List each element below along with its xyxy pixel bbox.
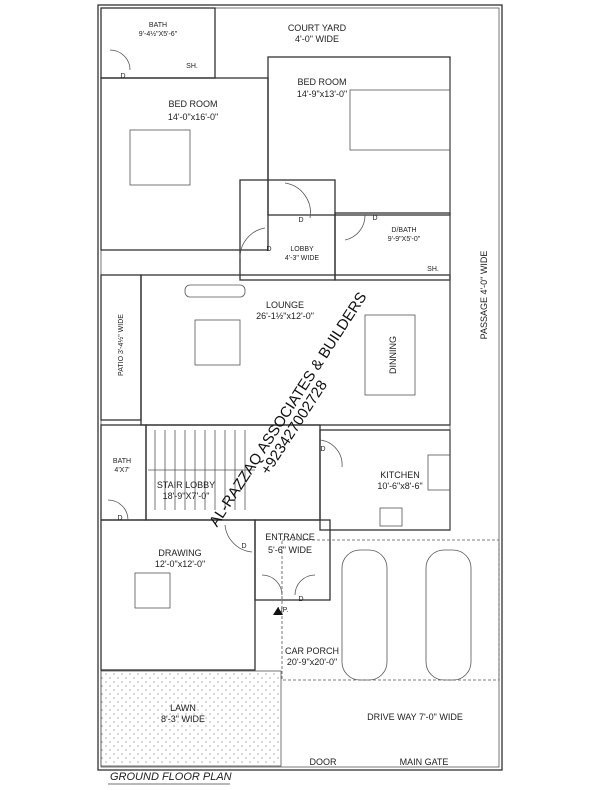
bath-top-name: BATH (149, 22, 167, 29)
car-1 (341, 549, 388, 681)
up-label: UP. (278, 607, 289, 614)
furniture (129, 89, 472, 681)
dining-table (364, 314, 416, 396)
drawing-name: DRAWING (158, 548, 201, 558)
car-porch-size: 20'-9"x20'-0" (287, 657, 337, 667)
svg-text:D: D (298, 217, 303, 224)
entrance-name: ENTRANCE (265, 532, 315, 542)
lawn-name: LAWN (170, 703, 196, 713)
bath-top-shower: SH. (186, 63, 198, 70)
kitchen-name: KITCHEN (380, 470, 420, 480)
kitchen-size: 10'-6"x8'-6" (377, 481, 422, 491)
court-yard-name: COURT YARD (288, 23, 347, 33)
svg-text:D: D (320, 446, 325, 453)
svg-text:D: D (266, 246, 271, 253)
stair-lobby-name: STAIR LOBBY (157, 480, 215, 490)
car-porch-name: CAR PORCH (285, 646, 339, 656)
lobby-name: LOBBY (290, 246, 314, 253)
court-yard-size: 4'-0" WIDE (295, 34, 339, 44)
sink (379, 507, 403, 527)
entrance-size: 5'-6" WIDE (268, 545, 312, 555)
drive-way-label: DRIVE WAY 7'-0" WIDE (367, 712, 463, 722)
lounge-table (194, 319, 241, 366)
lawn-area (100, 670, 282, 767)
svg-text:D: D (372, 215, 377, 222)
bed-left (129, 129, 191, 186)
svg-text:D: D (241, 543, 246, 550)
patio-label: PATIO 3'-4½" WIDE (117, 314, 125, 376)
drawing-table (134, 572, 171, 609)
bed-right-size: 14'-9"x13'-0" (297, 89, 347, 99)
lounge-name: LOUNGE (266, 300, 304, 310)
svg-text:D: D (298, 596, 303, 603)
stove (427, 454, 451, 491)
lounge-size: 26'-1½"x12'-0" (256, 311, 314, 321)
plot-boundary (97, 4, 503, 771)
up-arrow-icon (273, 607, 283, 615)
dbath-name: D/BATH (391, 227, 416, 234)
watermark-company: AL-RAZZAQ ASSOCIATES & BUILDERS (206, 289, 370, 529)
bath-small-name: BATH (113, 458, 131, 465)
stair-lobby-size: 18'-9"X7'-0" (163, 491, 210, 501)
dbath-size: 9'-9"X5'-0" (388, 236, 421, 243)
bed-left-size: 14'-0"x16'-0" (168, 112, 218, 122)
door-label: DOOR (310, 757, 338, 767)
lobby-size: 4'-3" WIDE (285, 255, 319, 262)
bed-right-name: BED ROOM (297, 77, 346, 87)
door-markers: D D D D D D D D (117, 73, 377, 603)
staircase (148, 430, 255, 510)
main-gate-label: MAIN GATE (400, 757, 449, 767)
dbath-shower: SH. (427, 266, 439, 273)
dining-label: DINNING (388, 336, 398, 374)
passage-label: PASSAGE 4'-0" WIDE (479, 251, 489, 340)
bed-right (349, 89, 451, 151)
car-2 (425, 549, 472, 681)
bath-top-size: 9'-4½"X5'-6" (139, 30, 178, 38)
svg-text:D: D (117, 515, 122, 522)
doors (107, 49, 366, 596)
drawing-size: 12'-0"x12'-0" (155, 559, 205, 569)
lounge-sofa (184, 284, 246, 298)
plan-title: GROUND FLOOR PLAN (110, 771, 232, 783)
walls (100, 7, 500, 681)
lawn-size: 8'-3" WIDE (161, 714, 205, 724)
svg-text:D: D (120, 73, 125, 80)
bath-small-size: 4'X7' (114, 467, 129, 474)
bed-left-name: BED ROOM (168, 99, 217, 109)
